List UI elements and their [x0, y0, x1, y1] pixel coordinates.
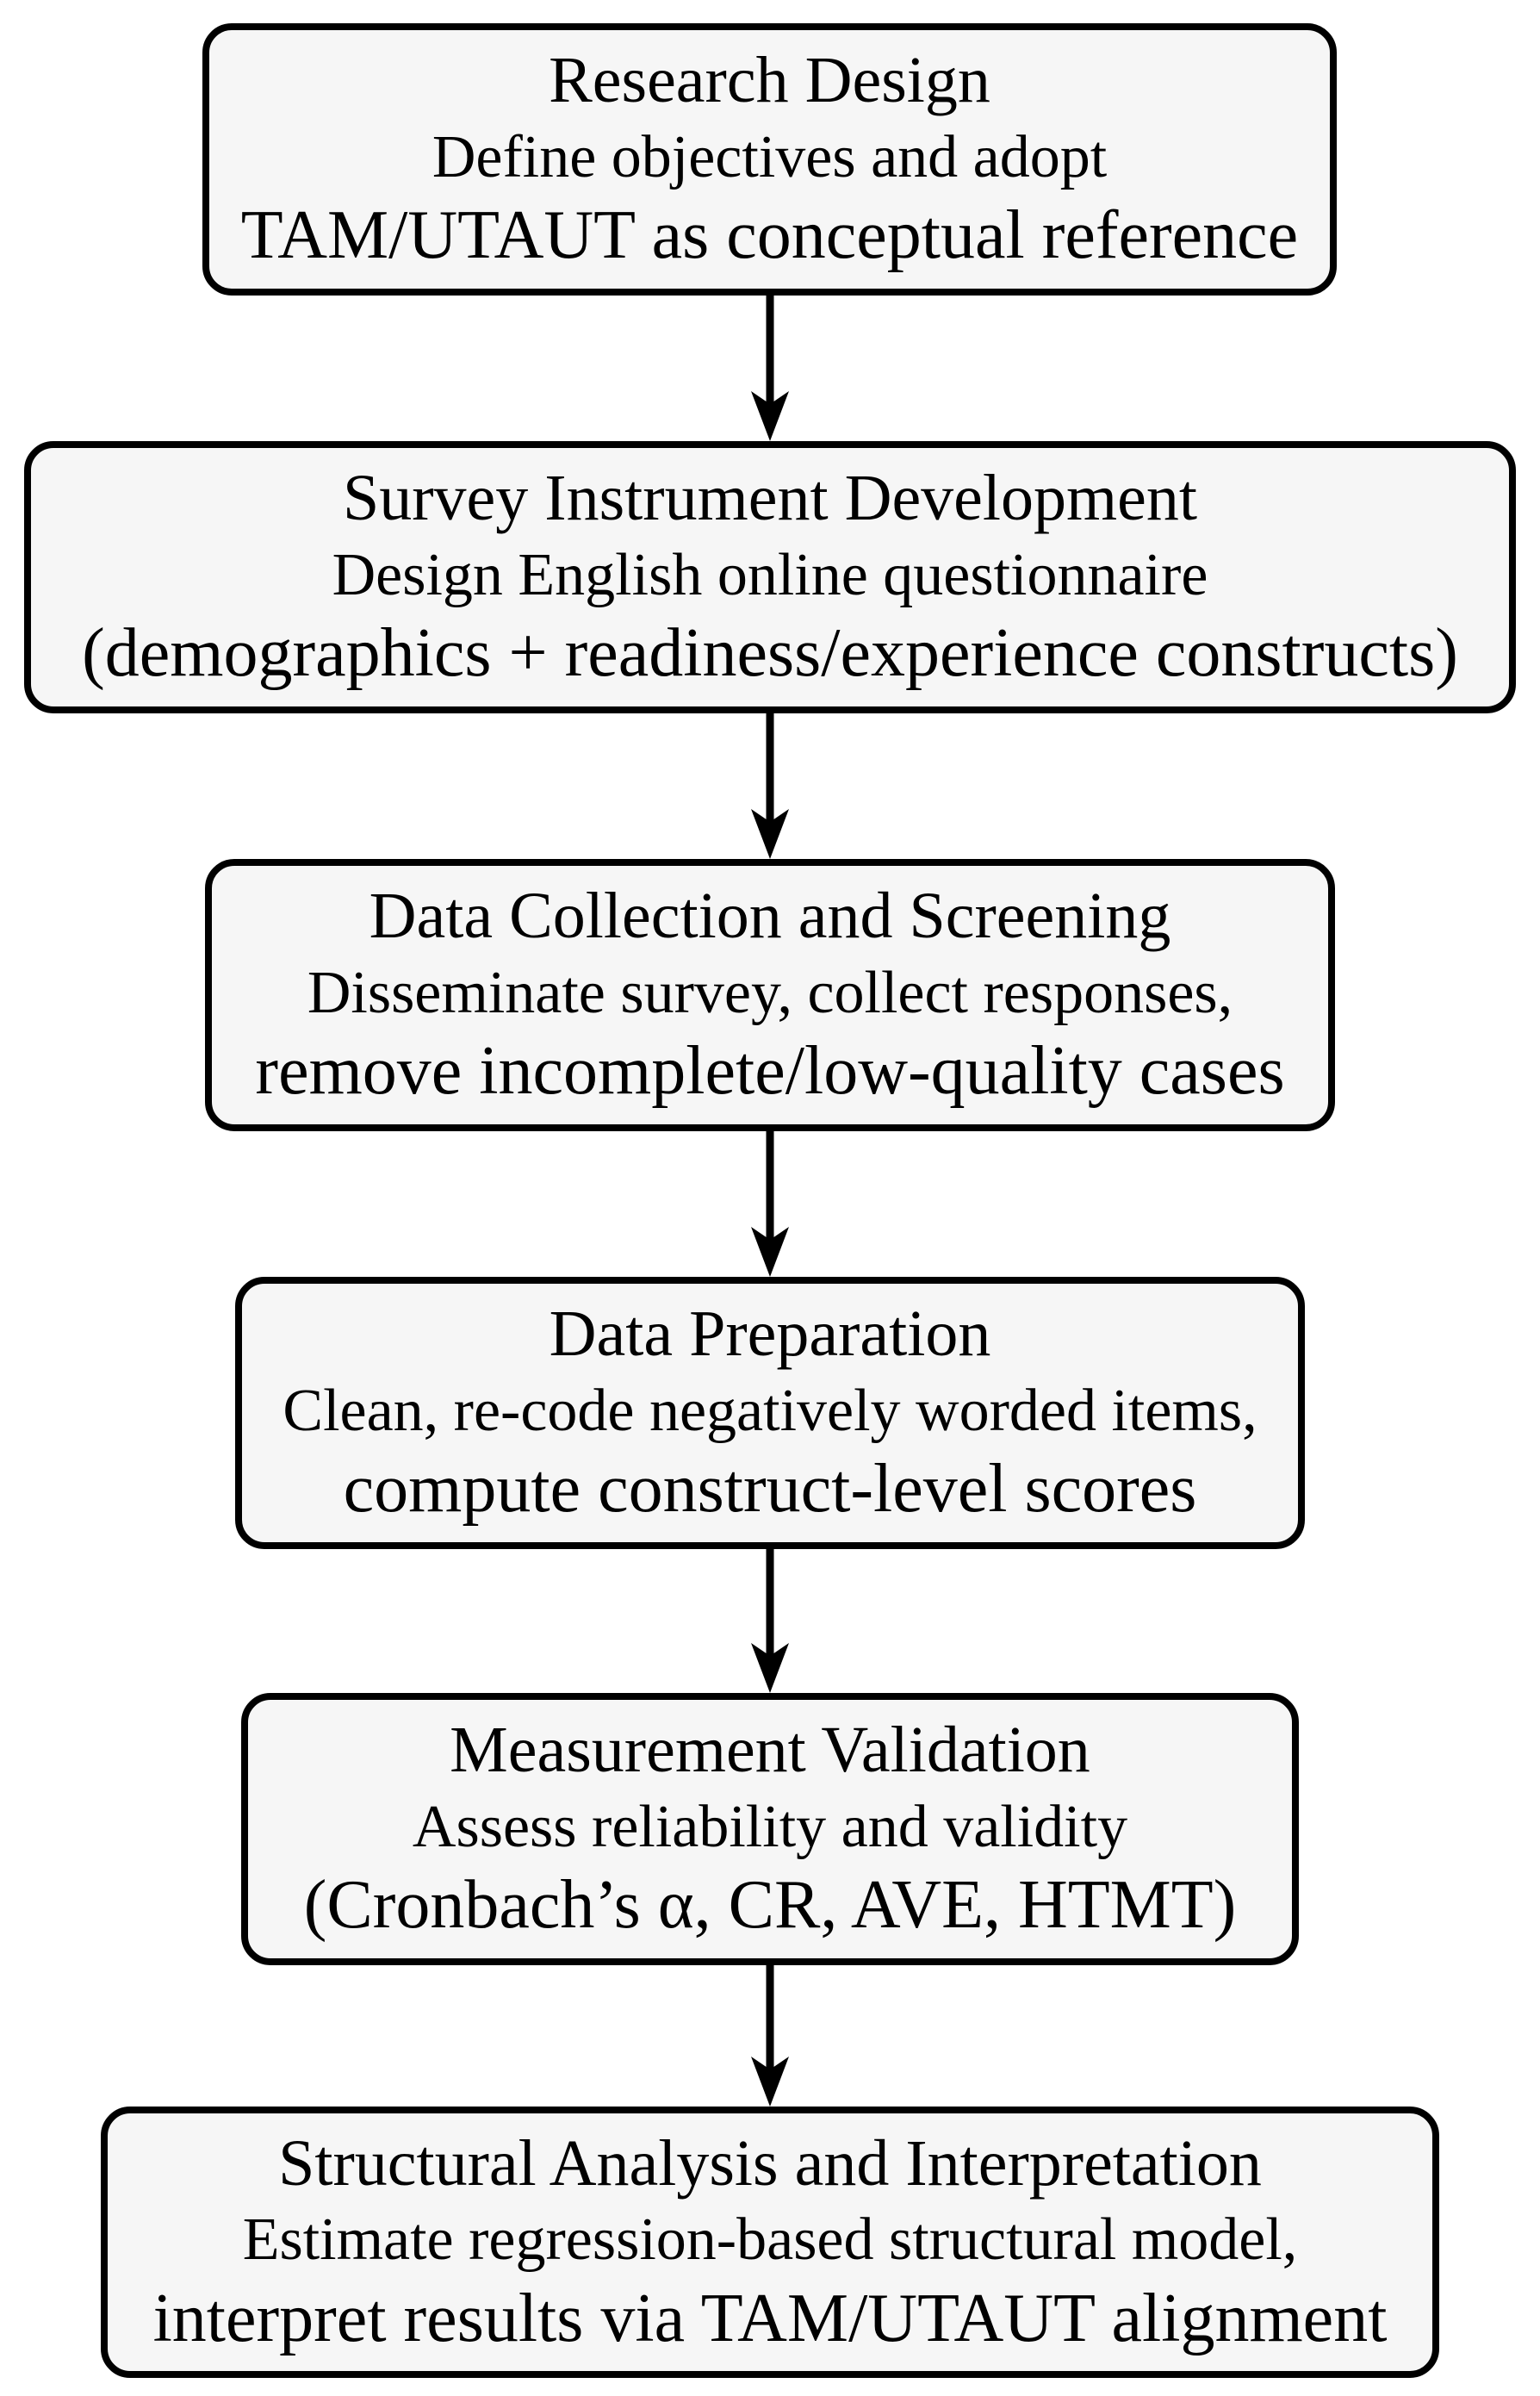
- step-title: Data Preparation: [549, 1298, 991, 1371]
- step-detail-line-2: (demographics + readiness/experience con…: [82, 615, 1458, 692]
- step-box-survey-instrument-development: Survey Instrument Development Design Eng…: [24, 441, 1516, 713]
- step-title: Structural Analysis and Interpretation: [278, 2126, 1262, 2200]
- flow-arrow-down-3: [751, 1131, 789, 1277]
- step-box-research-design: Research Design Define objectives and ad…: [202, 23, 1337, 296]
- step-detail-line-2: remove incomplete/low-quality cases: [255, 1033, 1285, 1110]
- step-box-data-preparation: Data Preparation Clean, re-code negative…: [235, 1277, 1305, 1549]
- step-title: Data Collection and Screening: [369, 880, 1171, 953]
- step-detail-line-1: Assess reliability and validity: [412, 1793, 1128, 1860]
- flow-arrow-down-5: [751, 1965, 789, 2107]
- step-detail-line-1: Define objectives and adopt: [432, 123, 1108, 190]
- flow-arrow-down-4: [751, 1549, 789, 1693]
- step-detail-line-1: Clean, re-code negatively worded items,: [283, 1377, 1257, 1444]
- step-title: Measurement Validation: [450, 1714, 1090, 1787]
- step-detail-line-2: (Cronbach’s α, CR, AVE, HTMT): [303, 1867, 1237, 1944]
- step-title: Research Design: [549, 44, 990, 117]
- step-title: Survey Instrument Development: [342, 462, 1197, 535]
- step-detail-line-2: TAM/UTAUT as conceptual reference: [240, 197, 1299, 274]
- step-detail-line-2: interpret results via TAM/UTAUT alignmen…: [152, 2280, 1388, 2356]
- flow-arrow-down-1: [751, 296, 789, 441]
- step-box-measurement-validation: Measurement Validation Assess reliabilit…: [241, 1693, 1299, 1965]
- step-box-structural-analysis-and-interpretation: Structural Analysis and Interpretation E…: [101, 2107, 1439, 2378]
- step-box-data-collection-and-screening: Data Collection and Screening Disseminat…: [205, 859, 1335, 1131]
- step-detail-line-1: Estimate regression-based structural mod…: [242, 2206, 1298, 2274]
- step-detail-line-2: compute construct-level scores: [343, 1451, 1197, 1528]
- step-detail-line-1: Disseminate survey, collect responses,: [307, 959, 1233, 1026]
- flow-arrow-down-2: [751, 713, 789, 859]
- step-detail-line-1: Design English online questionnaire: [332, 541, 1208, 608]
